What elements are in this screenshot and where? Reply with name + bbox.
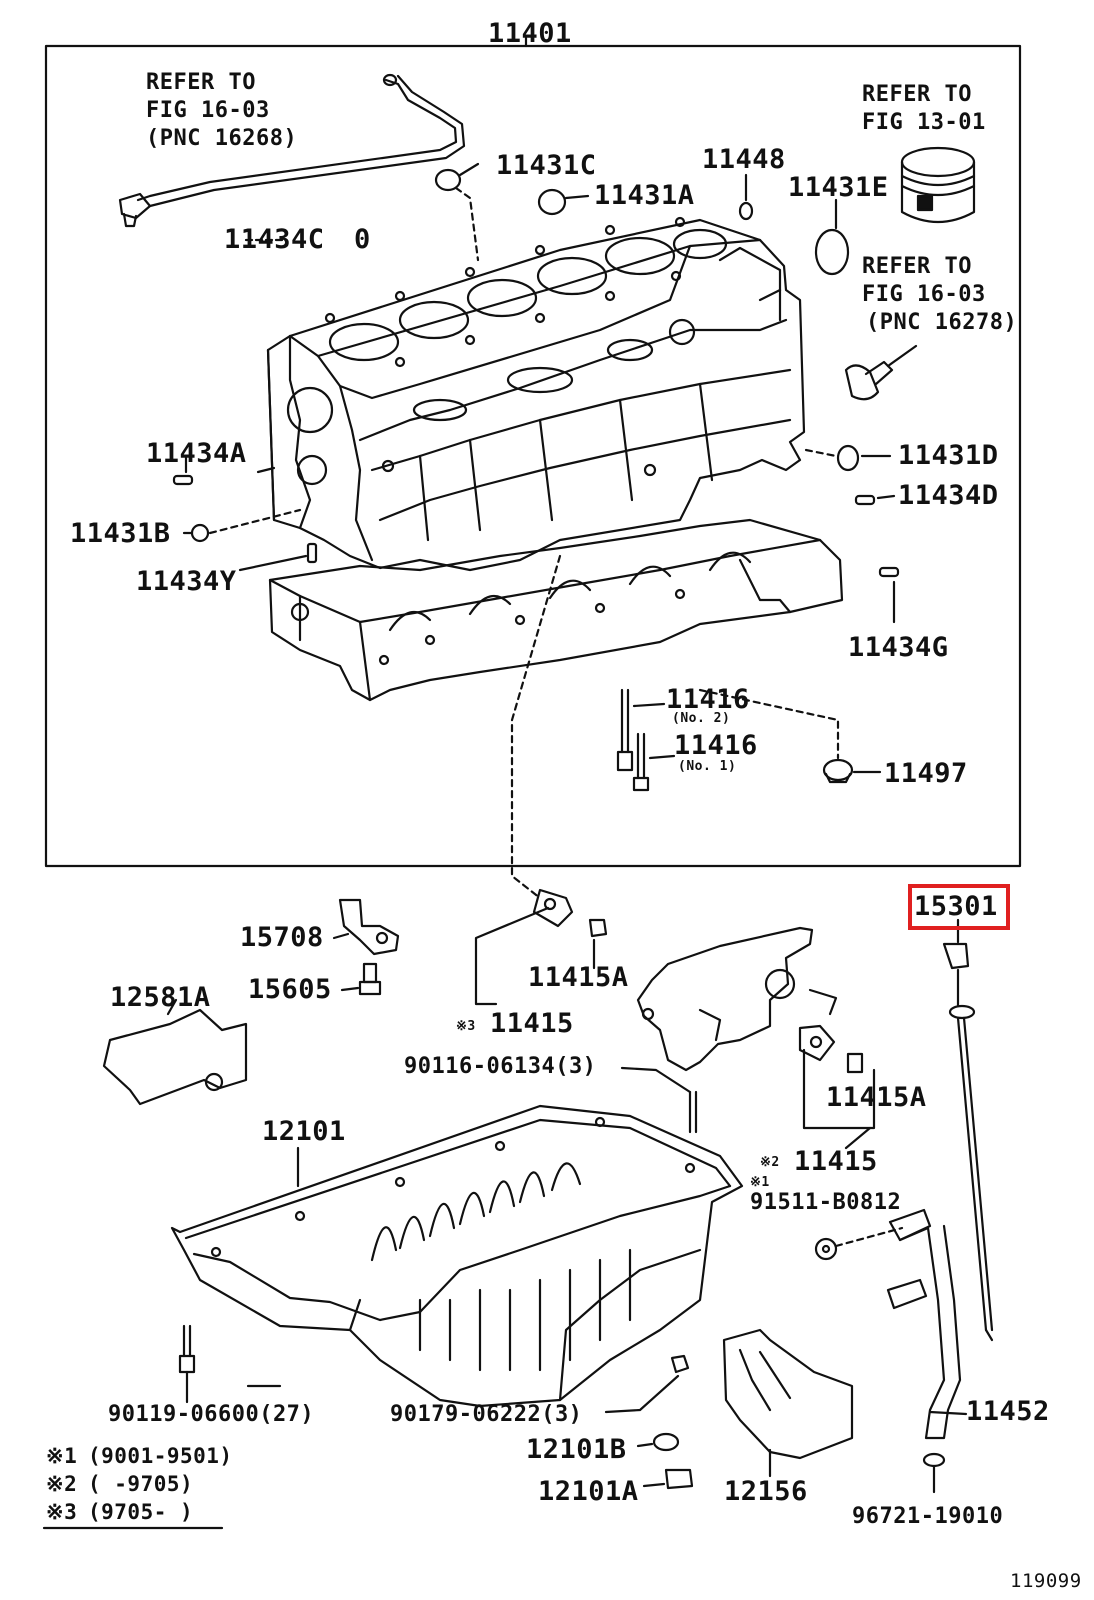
drain-plug-12101A	[642, 1468, 694, 1490]
part-label-12101[interactable]: 12101	[262, 1116, 346, 1147]
refer-fig-13-01-line2[interactable]: FIG 13-01	[862, 110, 986, 135]
part-label-11431C[interactable]: 11431C	[496, 150, 597, 181]
pin-11434G	[878, 566, 900, 624]
union-11415A-right	[798, 1024, 876, 1130]
part-label-11434D[interactable]: 11434D	[898, 480, 999, 511]
refer-fig-16-03-a-line1: REFER TO	[146, 70, 256, 95]
refer-fig-16-03-b-line3: (PNC 16278)	[866, 310, 1018, 335]
footnote-mark-11415-right: ※2	[760, 1155, 780, 1170]
part-label-11401[interactable]: 11401	[488, 18, 572, 49]
plug-11431E	[814, 198, 850, 276]
note-3-text: (9705- )	[88, 1500, 194, 1524]
part-label-11416-no2[interactable]: 11416	[666, 684, 750, 715]
o-ring-96721	[922, 1452, 946, 1494]
water-outlet-pipe	[636, 926, 838, 1072]
part-label-11497[interactable]: 11497	[884, 758, 968, 789]
oil-pan-12101	[170, 1104, 744, 1408]
part-label-15708[interactable]: 15708	[240, 922, 324, 953]
stud-90116	[620, 1066, 698, 1134]
plug-11431A	[537, 188, 590, 216]
bolt-15605	[340, 962, 382, 996]
piston-icon	[900, 146, 976, 223]
group-11401-frame	[44, 36, 1022, 868]
part-label-11434C-qty: 0	[354, 224, 371, 255]
highlight-box-15301	[908, 884, 1010, 930]
leader-dash-11415	[510, 554, 562, 900]
part-label-90179[interactable]: 90179-06222(3)	[390, 1402, 583, 1427]
note-2-text: ( -9705)	[88, 1472, 194, 1496]
refer-fig-16-03-b-line2[interactable]: FIG 16-03	[862, 282, 986, 307]
refer-fig-16-03-a-line2[interactable]: FIG 16-03	[146, 98, 270, 123]
part-label-11415A-left[interactable]: 11415A	[528, 962, 629, 993]
note-3-mark: ※3	[46, 1500, 78, 1524]
plug-11431C	[434, 162, 480, 262]
note-1-mark: ※1	[46, 1444, 78, 1468]
cylinder-block	[266, 216, 806, 572]
bolt-90119	[178, 1324, 196, 1404]
part-label-11431B[interactable]: 11431B	[70, 518, 171, 549]
washer-91511	[814, 1226, 904, 1261]
plug-11448	[738, 173, 754, 221]
part-label-91511[interactable]: 91511-B0812	[750, 1190, 902, 1215]
leader-lines	[244, 238, 872, 1388]
part-label-11434C[interactable]: 11434C	[224, 224, 325, 255]
gauge-guide-11452	[886, 1208, 968, 1440]
part-label-11434G[interactable]: 11434G	[848, 632, 949, 663]
part-label-12581A[interactable]: 12581A	[110, 982, 211, 1013]
part-label-15605[interactable]: 15605	[248, 974, 332, 1005]
part-label-11415-left[interactable]: 11415	[490, 1008, 574, 1039]
gasket-12581A	[102, 998, 248, 1106]
part-label-11416-no1[interactable]: 11416	[674, 730, 758, 761]
part-label-11431E[interactable]: 11431E	[788, 172, 889, 203]
pin-11434Y	[238, 542, 318, 572]
refer-fig-13-01-line1: REFER TO	[862, 82, 972, 107]
gasket-12101B	[636, 1432, 680, 1452]
baffle-plate-12156	[722, 1328, 854, 1478]
part-label-15301[interactable]: 15301	[914, 891, 998, 922]
footnote-mark-11415-left: ※3	[456, 1019, 476, 1034]
footnote-mark-91511: ※1	[750, 1175, 770, 1190]
bracket-15708	[332, 898, 400, 956]
part-label-11431D[interactable]: 11431D	[898, 440, 999, 471]
part-label-12101A[interactable]: 12101A	[538, 1476, 639, 1507]
oil-level-gauge-15301	[942, 918, 994, 1342]
note-1-text: (9001-9501)	[88, 1444, 233, 1468]
oil-tube-11415-left	[474, 888, 608, 1006]
part-label-11448[interactable]: 11448	[702, 144, 786, 175]
bolt-11416-no1	[632, 732, 676, 792]
part-label-11415A-right[interactable]: 11415A	[826, 1082, 927, 1113]
refer-fig-16-03-a-line3: (PNC 16268)	[146, 126, 298, 151]
refer-fig-16-03-b-line1: REFER TO	[862, 254, 972, 279]
part-label-90119[interactable]: 90119-06600(27)	[108, 1402, 315, 1427]
note-2-mark: ※2	[46, 1472, 78, 1496]
part-label-11416-no1-sub: (No. 1)	[678, 759, 737, 774]
part-label-12101B[interactable]: 12101B	[526, 1434, 627, 1465]
pipe-fitting-16278	[844, 344, 918, 401]
crankcase-bedplate	[268, 518, 844, 702]
part-label-11415-right[interactable]: 11415	[794, 1146, 878, 1177]
part-label-12156[interactable]: 12156	[724, 1476, 808, 1507]
part-label-11434Y[interactable]: 11434Y	[136, 566, 237, 597]
nut-90179	[604, 1354, 690, 1414]
part-label-11434A[interactable]: 11434A	[146, 438, 247, 469]
bolt-11416-no2	[616, 688, 666, 772]
pin-11434A	[172, 456, 194, 486]
part-label-90116[interactable]: 90116-06134(3)	[404, 1054, 597, 1079]
part-label-11452[interactable]: 11452	[966, 1396, 1050, 1427]
pin-11434D	[854, 494, 896, 506]
part-label-11416-no2-sub: (No. 2)	[672, 711, 731, 726]
figure-id: 119099	[1010, 1570, 1082, 1592]
plug-11431D	[804, 444, 892, 472]
plug-11431B	[182, 508, 302, 543]
part-label-11431A[interactable]: 11431A	[594, 180, 695, 211]
part-label-96721[interactable]: 96721-19010	[852, 1504, 1004, 1529]
breather-pipe	[118, 73, 466, 228]
oil-jet-11497	[698, 688, 882, 784]
